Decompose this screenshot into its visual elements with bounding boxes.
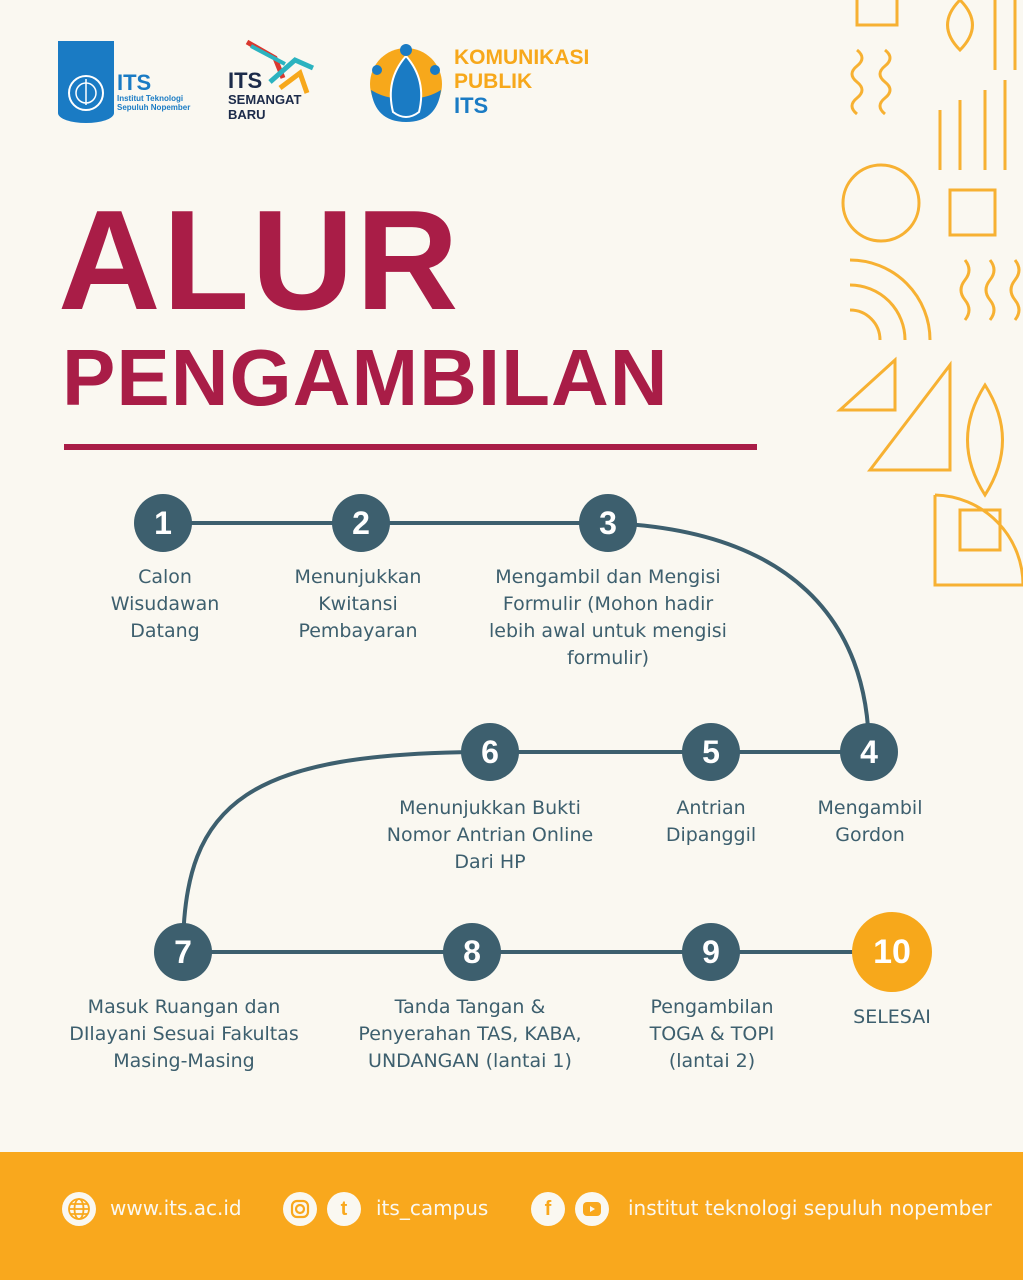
step-node-2: 2	[332, 494, 390, 552]
kompub-lotus-icon	[370, 44, 442, 122]
decorative-pattern	[836, 0, 1023, 587]
kompub-line2: PUBLIK	[454, 70, 533, 93]
step-label-2: Menunjukkan Kwitansi Pembayaran	[294, 566, 422, 642]
step-label-1: Calon Wisudawan Datang	[110, 566, 220, 642]
step-label-4: Mengambil Gordon	[817, 797, 923, 846]
its-logo-name: Institut Teknologi Sepuluh Nopember	[117, 94, 191, 112]
step-label-9: Pengambilan TOGA & TOPI (lantai 2)	[649, 996, 775, 1072]
footer-bar	[0, 1152, 1023, 1280]
social-handle-link[interactable]: its_campus	[376, 1196, 489, 1220]
flow-connectors	[163, 521, 892, 954]
semangat-logo-line3: BARU	[228, 107, 266, 122]
its-logo-abbr: ITS	[117, 70, 152, 95]
kompub-line1: KOMUNIKASI	[454, 46, 590, 69]
connector-3-4	[607, 521, 871, 753]
website-link[interactable]: www.its.ac.id	[110, 1196, 242, 1220]
semangat-logo-its: ITS	[228, 68, 263, 93]
semangat-baru-mark-icon	[245, 39, 315, 94]
step-label-3: Mengambil dan Mengisi Formulir (Mohon ha…	[489, 566, 727, 669]
step-label-5: Antrian Dipanggil	[665, 797, 757, 846]
step-node-5: 5	[682, 723, 740, 781]
title-divider	[64, 444, 757, 450]
step-node-1: 1	[134, 494, 192, 552]
step-node-6: 6	[461, 723, 519, 781]
semangat-logo-line2: SEMANGAT	[228, 92, 302, 107]
twitter-icon[interactable]: t	[327, 1192, 361, 1226]
instagram-icon[interactable]	[283, 1192, 317, 1226]
page-subtitle: PENGAMBILAN	[62, 333, 669, 422]
its-logo-shield	[58, 41, 114, 123]
page-title: ALUR	[58, 181, 461, 340]
globe-icon	[62, 1192, 96, 1226]
channel-name-link[interactable]: institut teknologi sepuluh nopember	[628, 1196, 992, 1220]
its-emblem-icon	[68, 75, 104, 111]
step-label-10: SELESAI	[853, 1006, 931, 1028]
youtube-icon[interactable]	[575, 1192, 609, 1226]
step-node-7: 7	[154, 923, 212, 981]
step-label-7: Masuk Ruangan dan DIlayani Sesuai Fakult…	[69, 996, 299, 1072]
step-node-9: 9	[682, 923, 740, 981]
step-node-10: 10	[852, 912, 932, 992]
connector-6-7	[181, 750, 491, 953]
step-node-3: 3	[579, 494, 637, 552]
step-label-6: Menunjukkan Bukti Nomor Antrian Online D…	[386, 797, 594, 873]
step-node-4: 4	[840, 723, 898, 781]
step-node-8: 8	[443, 923, 501, 981]
step-label-8: Tanda Tangan & Penyerahan TAS, KABA, UND…	[358, 996, 582, 1072]
kompub-line3: ITS	[454, 93, 489, 118]
facebook-icon[interactable]: f	[531, 1192, 565, 1226]
